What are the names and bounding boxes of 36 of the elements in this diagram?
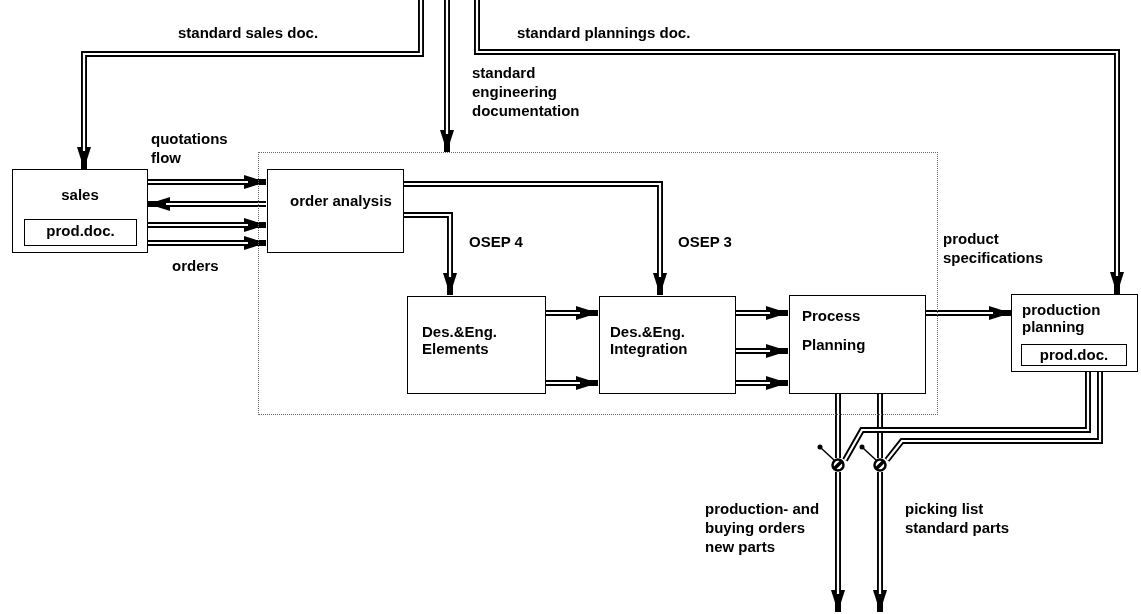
double-line-arrow bbox=[545, 306, 598, 320]
switch-symbol bbox=[873, 458, 887, 472]
double-line-arrow bbox=[873, 472, 887, 612]
double-line-arrow bbox=[148, 175, 266, 189]
document-box bbox=[407, 296, 546, 394]
double-line-arrow bbox=[148, 236, 266, 250]
double-line-arrow bbox=[831, 472, 845, 612]
double-line-arrow bbox=[148, 218, 266, 232]
box-label: sales bbox=[60, 186, 100, 204]
double-line-arrow bbox=[545, 376, 598, 390]
double-line-arrow bbox=[735, 306, 788, 320]
double-line-arrow bbox=[474, 0, 1124, 294]
double-line-arrow bbox=[925, 306, 1011, 320]
double-line-arrow bbox=[77, 0, 424, 169]
document-box bbox=[599, 296, 736, 394]
box-label: Des.&Eng. Integration bbox=[610, 323, 689, 358]
document-box bbox=[789, 295, 926, 394]
process-box bbox=[12, 169, 148, 253]
box-label: production planning bbox=[1022, 301, 1102, 336]
double-line-arrow bbox=[735, 344, 788, 358]
box-label: Process Planning bbox=[802, 306, 867, 355]
dotted-boundary bbox=[258, 152, 938, 415]
document-box bbox=[24, 219, 137, 246]
switch-symbol bbox=[831, 458, 845, 472]
document-box bbox=[267, 169, 404, 253]
process-box bbox=[1011, 294, 1138, 372]
box-label: prod.doc. bbox=[45, 222, 116, 240]
double-line-arrow bbox=[440, 0, 454, 152]
double-line-arrow bbox=[735, 376, 788, 390]
box-label: Des.&Eng. Elements bbox=[422, 323, 498, 358]
double-line-arrow bbox=[403, 181, 667, 295]
double-line-arrow bbox=[148, 197, 266, 211]
box-label: prod.doc. bbox=[1038, 346, 1110, 364]
double-line-arrow bbox=[403, 212, 457, 295]
box-label: order analysis bbox=[290, 192, 393, 210]
document-box bbox=[1021, 344, 1127, 366]
